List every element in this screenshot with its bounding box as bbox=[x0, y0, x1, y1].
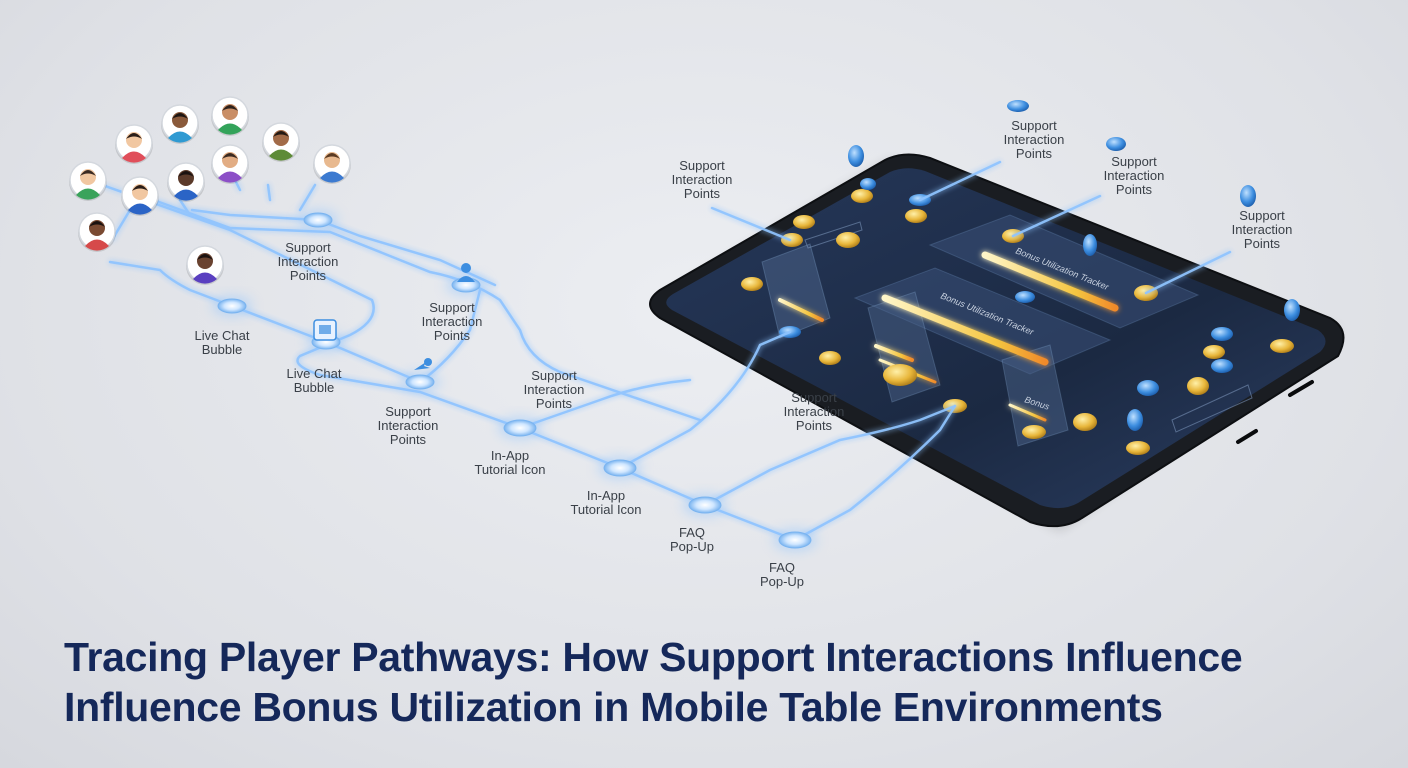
blue-token bbox=[1083, 234, 1097, 256]
pathway-node bbox=[773, 529, 817, 551]
pathway-node bbox=[212, 296, 252, 316]
player-avatar bbox=[167, 162, 205, 202]
phone-side-button bbox=[1236, 429, 1258, 444]
player-avatar bbox=[161, 104, 199, 144]
blue-token bbox=[1015, 291, 1035, 303]
coin bbox=[1073, 413, 1097, 431]
pathway-line bbox=[86, 178, 797, 542]
coin bbox=[1270, 339, 1294, 353]
callout-line bbox=[918, 160, 1002, 202]
coin bbox=[819, 351, 841, 365]
callout-line bbox=[1144, 250, 1232, 295]
screen-panel bbox=[1171, 384, 1253, 433]
pathways bbox=[86, 160, 1232, 542]
screen-panel bbox=[1001, 344, 1069, 447]
coin bbox=[905, 209, 927, 223]
tracker-bar bbox=[981, 251, 1119, 312]
player-avatar bbox=[115, 124, 153, 164]
pathway-line bbox=[793, 404, 957, 542]
pathway-line bbox=[266, 183, 272, 202]
blue-token bbox=[848, 145, 864, 167]
screen-panel bbox=[804, 221, 863, 249]
callout-line bbox=[710, 206, 792, 242]
coin bbox=[836, 232, 860, 248]
blue-token bbox=[1137, 380, 1159, 396]
coin bbox=[1203, 345, 1225, 359]
callout-line bbox=[1011, 194, 1102, 238]
tracker-bar bbox=[778, 298, 824, 322]
pathway-line bbox=[138, 193, 702, 422]
coin bbox=[1187, 377, 1209, 395]
phone-side-button bbox=[1288, 380, 1314, 397]
pathway-node bbox=[598, 457, 642, 479]
blue-token bbox=[1127, 409, 1143, 431]
pathway-node bbox=[298, 210, 338, 230]
pathway-line bbox=[190, 208, 497, 287]
tracker-bar bbox=[1008, 403, 1047, 422]
blue-token bbox=[1007, 100, 1029, 112]
player-avatar bbox=[211, 144, 249, 184]
player-avatar bbox=[262, 122, 300, 162]
coin bbox=[741, 277, 763, 291]
pathway-line bbox=[618, 330, 792, 470]
pathway-line bbox=[518, 378, 692, 430]
pathway-node bbox=[498, 417, 542, 439]
player-avatar bbox=[121, 176, 159, 216]
coin bbox=[1126, 441, 1150, 455]
pathway-node bbox=[683, 494, 727, 516]
pathway-node bbox=[400, 372, 440, 392]
blue-token bbox=[860, 178, 876, 190]
player-avatar bbox=[211, 96, 249, 136]
blue-token bbox=[1284, 299, 1300, 321]
tracker-bar bbox=[874, 344, 914, 362]
blue-token bbox=[1240, 185, 1256, 207]
blue-token bbox=[1106, 137, 1126, 151]
pathway-diagram: Bonus Utilization Tracker Bonus Utilizat… bbox=[69, 96, 1345, 589]
pathway-line bbox=[703, 404, 957, 507]
pathway-line bbox=[178, 198, 192, 217]
coin bbox=[781, 233, 803, 247]
coin bbox=[851, 189, 873, 203]
chat-screen-icon bbox=[313, 319, 337, 341]
coin bbox=[883, 364, 917, 386]
title-line-2: Influence Bonus Utilization in Mobile Ta… bbox=[64, 684, 1163, 730]
coin bbox=[793, 215, 815, 229]
pointer-icon bbox=[414, 358, 432, 370]
player-avatar bbox=[186, 245, 224, 285]
title-line-1: Tracing Player Pathways: How Support Int… bbox=[64, 634, 1243, 680]
coin bbox=[1022, 425, 1046, 439]
blue-token bbox=[1211, 327, 1233, 341]
phone: Bonus Utilization Tracker Bonus Utilizat… bbox=[649, 100, 1345, 530]
page-title: Tracing Player Pathways: How Support Int… bbox=[64, 632, 1364, 732]
player-avatar bbox=[78, 212, 116, 252]
user-icon bbox=[457, 263, 475, 282]
screen-panel bbox=[928, 214, 1200, 329]
tracker-bar bbox=[881, 294, 1049, 366]
pathway-line bbox=[298, 183, 317, 212]
player-avatar bbox=[313, 144, 351, 184]
player-avatars bbox=[69, 96, 351, 285]
blue-token bbox=[1211, 359, 1233, 373]
player-avatar bbox=[69, 161, 107, 201]
